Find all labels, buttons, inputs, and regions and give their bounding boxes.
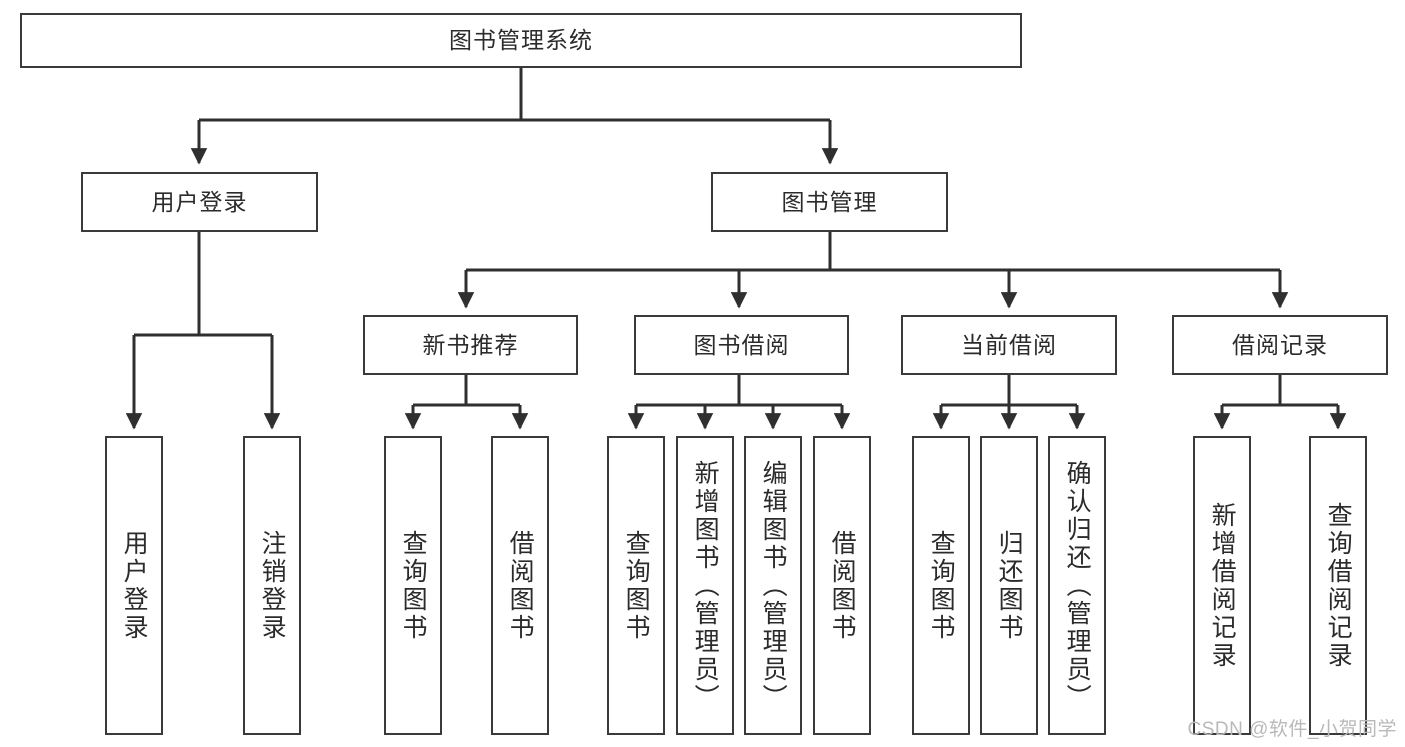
leaf-query-book-a-label: 查询图书 [399, 529, 428, 642]
leaf-query-book-b[interactable]: 查询图书 [607, 436, 665, 735]
node-current-borrow[interactable]: 当前借阅 [901, 315, 1117, 375]
leaf-query-book-a[interactable]: 查询图书 [384, 436, 442, 735]
leaf-add-record[interactable]: 新增借阅记录 [1193, 436, 1251, 735]
leaf-add-book[interactable]: 新增图书（管理员） [676, 436, 734, 735]
node-new-book-rec-label: 新书推荐 [422, 331, 519, 358]
leaf-borrow-book-b[interactable]: 借阅图书 [813, 436, 871, 735]
node-current-borrow-label: 当前借阅 [961, 331, 1057, 358]
node-root-label: 图书管理系统 [449, 27, 593, 54]
leaf-query-book-b-label: 查询图书 [622, 529, 651, 642]
leaf-logout[interactable]: 注销登录 [243, 436, 301, 735]
node-book-manage-label: 图书管理 [781, 188, 878, 215]
leaf-query-book-c[interactable]: 查询图书 [912, 436, 970, 735]
leaf-logout-label: 注销登录 [258, 529, 287, 642]
leaf-borrow-book-a-label: 借阅图书 [506, 529, 535, 642]
leaf-query-book-c-label: 查询图书 [927, 529, 956, 642]
node-root[interactable]: 图书管理系统 [20, 13, 1022, 68]
leaf-return-book-label: 归还图书 [995, 529, 1024, 642]
node-user-login-label: 用户登录 [151, 188, 248, 215]
leaf-query-record-label: 查询借阅记录 [1324, 501, 1353, 670]
leaf-borrow-book-b-label: 借阅图书 [828, 529, 857, 642]
leaf-edit-book[interactable]: 编辑图书（管理员） [744, 436, 802, 735]
leaf-confirm-return-label: 确认归还（管理员） [1063, 459, 1092, 712]
watermark: CSDN @软件_小贺同学 [1187, 719, 1397, 740]
leaf-edit-book-label: 编辑图书（管理员） [759, 459, 788, 712]
node-borrow-record-label: 借阅记录 [1232, 331, 1328, 358]
leaf-borrow-book-a[interactable]: 借阅图书 [491, 436, 549, 735]
leaf-query-record[interactable]: 查询借阅记录 [1309, 436, 1367, 735]
leaf-confirm-return[interactable]: 确认归还（管理员） [1048, 436, 1106, 735]
node-book-borrow-label: 图书借阅 [693, 331, 790, 358]
leaf-user-login-label: 用户登录 [120, 529, 149, 642]
node-new-book-rec[interactable]: 新书推荐 [363, 315, 578, 375]
node-borrow-record[interactable]: 借阅记录 [1172, 315, 1388, 375]
leaf-return-book[interactable]: 归还图书 [980, 436, 1038, 735]
node-user-login[interactable]: 用户登录 [81, 172, 318, 232]
leaf-add-record-label: 新增借阅记录 [1208, 501, 1237, 670]
node-book-manage[interactable]: 图书管理 [711, 172, 948, 232]
leaf-user-login[interactable]: 用户登录 [105, 436, 163, 735]
leaf-add-book-label: 新增图书（管理员） [691, 459, 720, 712]
node-book-borrow[interactable]: 图书借阅 [634, 315, 849, 375]
